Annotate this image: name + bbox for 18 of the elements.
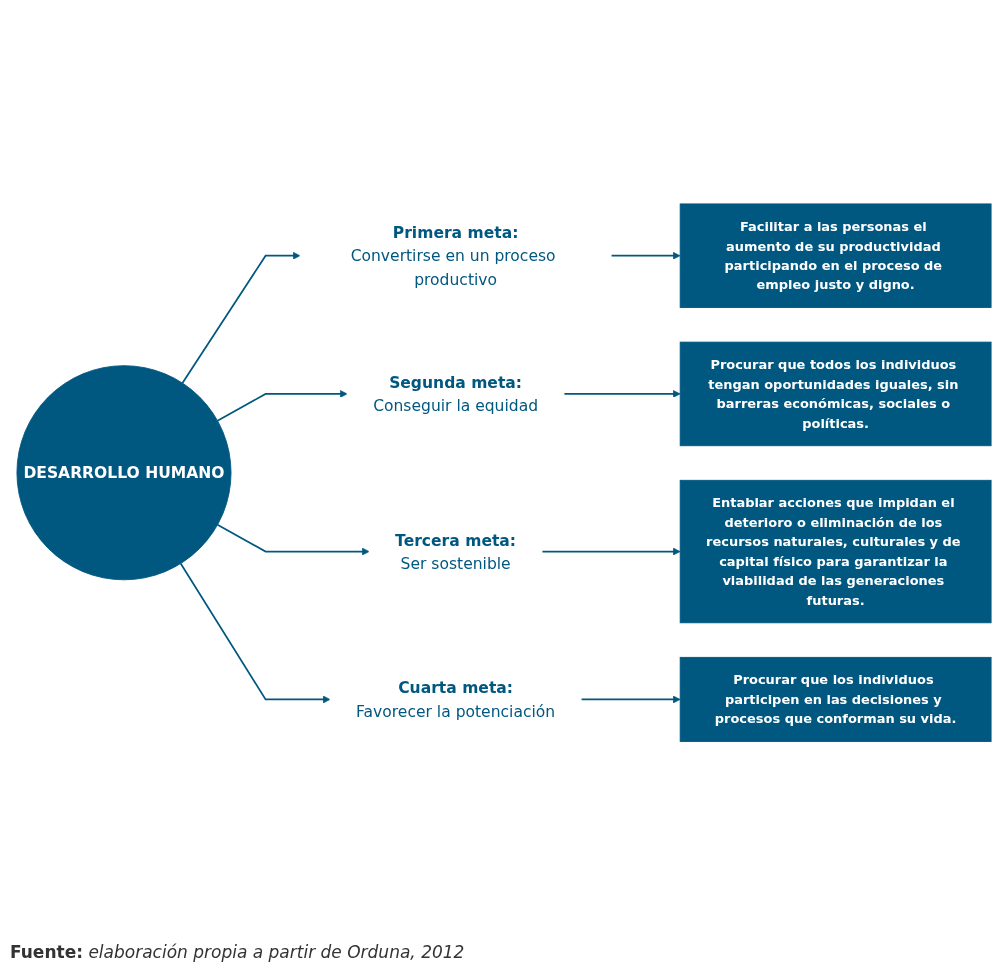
arrow (563, 390, 681, 398)
node-text: Cuarta meta: Favorecer la potenciación (356, 678, 556, 721)
node-circle: DESARROLLO HUMANO (16, 365, 232, 581)
arrow (179, 562, 331, 704)
node-box: Facilitar a las personas el aumento de su productividad participando en el proceso de empleo justo y digno. (679, 203, 992, 309)
node-text: Tercera meta: Ser sostenible (395, 531, 517, 573)
node-text: Segunda meta: Conseguir la equidad (373, 373, 539, 415)
arrow (580, 695, 681, 704)
node-text: Primera meta: Convertirse en un proceso productivo (350, 223, 556, 289)
node-box: Procurar que los individuos participen en las decisiones y procesos que conforman su vida. (679, 657, 992, 743)
arrow (216, 390, 348, 422)
arrow (541, 548, 681, 556)
arrow (216, 524, 370, 556)
source-caption: Fuente: elaboración propia a partir de Orduna, 2012 (10, 942, 466, 962)
arrow (181, 252, 301, 385)
arrow (610, 252, 681, 260)
node-box: Entablar acciones que impidan el deterioro o eliminación de los recursos naturales, culturales y de capital físico para garantizar la viabilidad de las generaciones futuras. (679, 480, 992, 624)
node-box: Procurar que todos los individuos tengan oportunidades iguales, sin barreras económicas, sociales o políticas. (679, 341, 992, 447)
